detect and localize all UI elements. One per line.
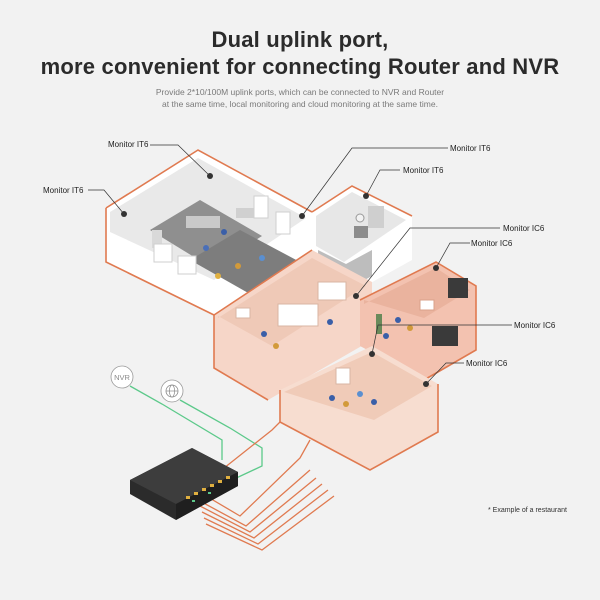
headline-line-1: Dual uplink port, <box>211 27 389 52</box>
camera-label-it6-3: Monitor IT6 <box>450 144 491 153</box>
room-bar <box>359 261 477 381</box>
leader-lines <box>88 144 512 385</box>
subtitle-line-2: at the same time, local monitoring and c… <box>162 99 438 109</box>
camera-label-ic6-1: Monitor IC6 <box>503 224 545 233</box>
camera-label-it6-1: Monitor IT6 <box>108 140 149 149</box>
camera-label-ic6-2: Monitor IC6 <box>471 239 513 248</box>
camera-label-it6-4: Monitor IT6 <box>403 166 444 175</box>
nvr-label: NVR <box>114 373 130 382</box>
switch-led <box>192 492 211 502</box>
camera-label-it6-2: Monitor IT6 <box>43 186 84 195</box>
room-counter <box>213 249 372 401</box>
footnote: * Example of a restaurant <box>488 507 567 514</box>
room-lower-dining <box>279 346 439 471</box>
camera-label-ic6-4: Monitor IC6 <box>466 359 508 368</box>
switch-ports <box>186 476 230 499</box>
camera-label-ic6-3: Monitor IC6 <box>514 321 556 330</box>
internet-globe-icon <box>160 379 184 403</box>
headline-line-2: more convenient for connecting Router an… <box>40 54 560 79</box>
subtitle-line-1: Provide 2*10/100M uplink ports, which ca… <box>155 87 445 97</box>
poe-switch <box>130 448 238 520</box>
uplink-cables <box>129 385 263 481</box>
room-dining-hall <box>105 149 313 316</box>
nvr-device: NVR <box>110 365 134 389</box>
